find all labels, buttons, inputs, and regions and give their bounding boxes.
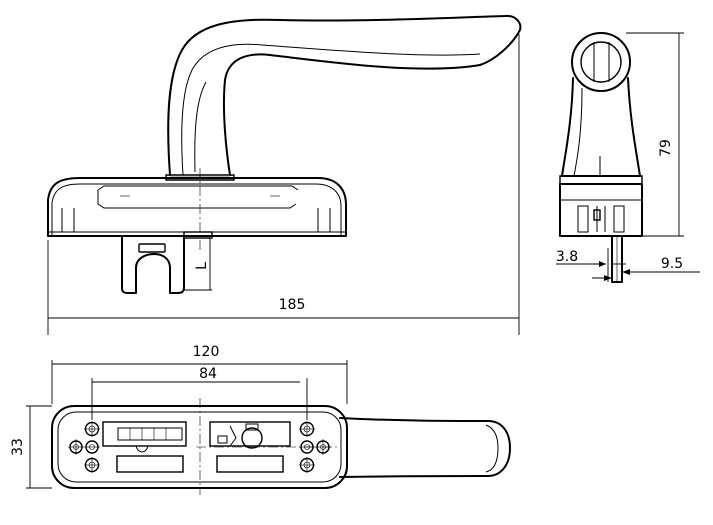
dimension-spindle-length: L: [184, 237, 212, 291]
dimension-hole-spacing-label: 84: [199, 366, 217, 382]
side-view-base: [559, 183, 643, 237]
front-view: L 185: [47, 14, 522, 335]
side-view-neck: [559, 77, 643, 185]
dimension-base-width: 33: [10, 405, 52, 489]
fixing-hole-right-inner: [299, 440, 315, 454]
dimension-overall-length: 185: [47, 34, 520, 335]
front-view-base: [47, 177, 347, 237]
screw-hole-top-left: [84, 421, 100, 437]
dimension-hole-spacing: 84: [91, 366, 308, 420]
side-view-lever-end: [571, 32, 631, 92]
top-view-lever: [339, 417, 511, 478]
dimension-spindle-length-label: L: [194, 262, 210, 270]
screw-hole-bottom-right: [299, 457, 315, 473]
fixing-hole-right-outer: [315, 439, 331, 455]
dimension-spindle-width: 9.5: [592, 256, 700, 281]
dimension-height: 79: [626, 32, 684, 237]
dimension-base-length-label: 120: [193, 344, 220, 360]
front-view-lever: [165, 14, 522, 181]
dimension-base-length: 120: [51, 344, 348, 404]
screw-hole-bottom-left: [84, 457, 100, 473]
fixing-hole-left-outer: [68, 439, 84, 455]
top-view: 120 84 33: [10, 344, 511, 495]
dimension-spindle-offset-label: 3.8: [556, 249, 578, 265]
dimension-base-width-label: 33: [10, 438, 26, 456]
fixing-hole-left-inner: [84, 440, 100, 454]
side-view: 79 3.8 9.5: [556, 32, 700, 283]
dimension-overall-length-label: 185: [279, 297, 306, 313]
dimension-spindle-offset: 3.8: [556, 248, 626, 282]
dimension-height-label: 79: [658, 139, 674, 157]
dimension-spindle-width-label: 9.5: [661, 256, 683, 272]
screw-hole-top-right: [299, 421, 315, 437]
side-view-spindle: [611, 235, 623, 283]
top-view-holes: [68, 421, 331, 473]
top-view-base: [51, 398, 348, 495]
